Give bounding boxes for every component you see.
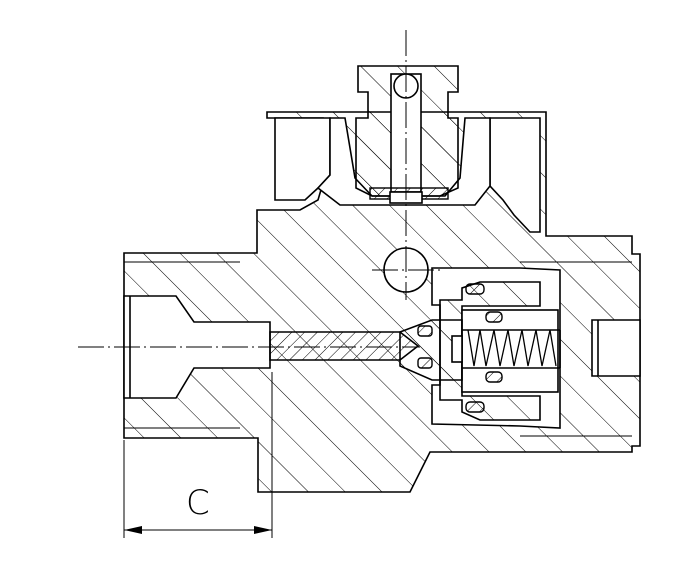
- top-plug: [355, 65, 459, 204]
- o-rings: [417, 283, 503, 413]
- outlet-end: [520, 261, 641, 437]
- bonnet-cavity: [274, 117, 541, 233]
- dimension-label: C: [186, 483, 210, 523]
- poppet-spring: [399, 319, 561, 381]
- dimension-c: C: [123, 372, 273, 538]
- center-lines: [78, 30, 440, 348]
- valve-seat-insert: [269, 267, 561, 429]
